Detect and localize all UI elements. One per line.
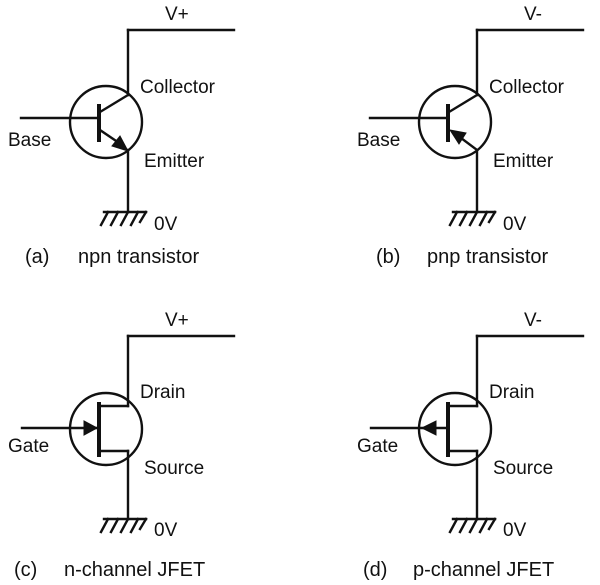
panel-n-channel-jfet: V+ Drain Gate Source 0V (c) n-channel JF… bbox=[8, 310, 236, 581]
supply-label: V- bbox=[524, 310, 542, 331]
collector-label: Collector bbox=[140, 77, 216, 98]
caption-text: p-channel JFET bbox=[413, 559, 554, 581]
panel-p-channel-jfet: V- Drain Gate Source 0V (d) p-channel JF… bbox=[357, 310, 585, 581]
collector-diagonal bbox=[447, 93, 479, 114]
caption-letter: (d) bbox=[363, 559, 387, 581]
caption-letter: (c) bbox=[14, 559, 37, 581]
supply-label: V+ bbox=[165, 310, 189, 331]
ground-symbol-icon bbox=[448, 517, 497, 534]
collector-diagonal bbox=[98, 93, 130, 114]
panel-pnp-transistor: V- Collector Base Emitter 0V (b) pnp tra… bbox=[357, 4, 585, 268]
drain-label: Drain bbox=[489, 382, 534, 403]
collector-label: Collector bbox=[489, 77, 565, 98]
caption-text: pnp transistor bbox=[427, 246, 549, 268]
emitter-arrow-in-icon bbox=[448, 129, 467, 145]
transistor-envelope bbox=[68, 84, 144, 160]
gate-arrow-out-icon bbox=[420, 420, 437, 436]
gate-label: Gate bbox=[8, 436, 49, 457]
emitter-label: Emitter bbox=[144, 151, 205, 172]
ground-label: 0V bbox=[503, 520, 527, 541]
caption-text: n-channel JFET bbox=[64, 559, 205, 581]
ground-symbol-icon bbox=[99, 517, 148, 534]
supply-label: V- bbox=[524, 4, 542, 25]
drain-label: Drain bbox=[140, 382, 185, 403]
emitter-label: Emitter bbox=[493, 151, 554, 172]
ground-symbol-icon bbox=[99, 210, 148, 227]
supply-label: V+ bbox=[165, 4, 189, 25]
ground-symbol-icon bbox=[448, 210, 497, 227]
base-label: Base bbox=[357, 130, 400, 151]
emitter-arrow-out-icon bbox=[111, 135, 130, 152]
ground-label: 0V bbox=[503, 214, 527, 235]
gate-label: Gate bbox=[357, 436, 398, 457]
ground-label: 0V bbox=[154, 214, 178, 235]
caption-letter: (a) bbox=[25, 246, 49, 268]
panel-npn-transistor: V+ Collector Base Emitter 0V (a) npn tra… bbox=[8, 4, 236, 268]
caption-text: npn transistor bbox=[78, 246, 200, 268]
emitter-diagonal bbox=[459, 136, 479, 152]
source-label: Source bbox=[144, 458, 204, 479]
transistor-envelope bbox=[417, 84, 493, 160]
source-label: Source bbox=[493, 458, 553, 479]
caption-letter: (b) bbox=[376, 246, 400, 268]
base-label: Base bbox=[8, 130, 51, 151]
ground-label: 0V bbox=[154, 520, 178, 541]
gate-arrow-in-icon bbox=[83, 420, 99, 436]
